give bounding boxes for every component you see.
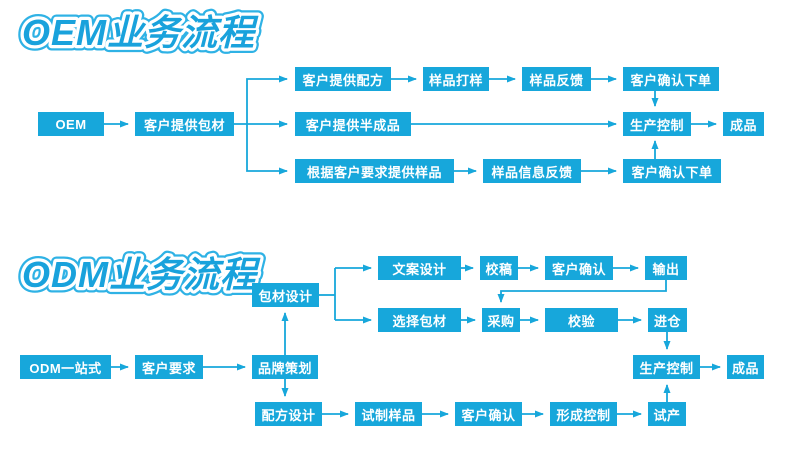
node-sample-per-request: 根据客户要求提供样品	[295, 159, 454, 183]
node-odm-finished-product: 成品	[727, 355, 764, 379]
oem-connectors	[104, 75, 717, 175]
node-proofreading: 校稿	[480, 256, 518, 280]
arrow-output-to-procurement	[497, 280, 667, 303]
node-sample-info-feedback: 样品信息反馈	[483, 159, 581, 183]
node-confirm-order-2: 客户确认下单	[623, 159, 721, 183]
node-customer-confirm-a: 客户确认	[545, 256, 613, 280]
node-trial-production: 试产	[648, 402, 686, 426]
svg-text:ODM业务流程: ODM业务流程	[22, 254, 261, 295]
arrow-branch-down-to-sample-request	[246, 124, 288, 175]
node-forming-control: 形成控制	[550, 402, 617, 426]
node-trial-sample: 试制样品	[355, 402, 422, 426]
svg-text:ODM业务流程: ODM业务流程	[22, 254, 261, 295]
svg-text:ODM业务流程: ODM业务流程	[22, 254, 261, 295]
node-odm-production-control: 生产控制	[633, 355, 700, 379]
svg-text:OEM业务流程: OEM业务流程	[22, 12, 259, 53]
svg-text:OEM业务流程: OEM业务流程	[22, 12, 259, 53]
odm-connectors	[111, 264, 721, 418]
arrow-branch-up-to-formula	[246, 75, 288, 124]
node-output: 输出	[645, 256, 687, 280]
node-select-packaging: 选择包材	[378, 308, 461, 332]
node-confirm-order-1: 客户确认下单	[623, 67, 719, 91]
node-formula-design: 配方设计	[255, 402, 322, 426]
oem-section-title: OEM业务流程 OEM业务流程 OEM业务流程	[17, 7, 264, 59]
node-customer-requirements: 客户要求	[135, 355, 203, 379]
odm-section-title: ODM业务流程 ODM业务流程 ODM业务流程	[17, 249, 266, 301]
node-sample-proofing: 样品打样	[423, 67, 489, 91]
node-brand-planning: 品牌策划	[252, 355, 318, 379]
node-oem-finished-product: 成品	[723, 112, 764, 136]
node-customer-packaging: 客户提供包材	[135, 112, 234, 136]
node-sample-feedback: 样品反馈	[522, 67, 591, 91]
node-odm-onestop: ODM一站式	[20, 355, 111, 379]
node-customer-formula: 客户提供配方	[295, 67, 391, 91]
node-verification: 校验	[545, 308, 618, 332]
node-oem-production-control: 生产控制	[623, 112, 691, 136]
node-customer-semifinished: 客户提供半成品	[295, 112, 411, 136]
svg-text:OEM业务流程: OEM业务流程	[22, 12, 259, 53]
node-customer-confirm-b: 客户确认	[455, 402, 522, 426]
node-procurement: 采购	[482, 308, 520, 332]
node-copy-design: 文案设计	[378, 256, 461, 280]
node-oem: OEM	[38, 112, 104, 136]
node-packaging-design: 包材设计	[252, 283, 319, 307]
node-warehousing: 进仓	[648, 308, 687, 332]
